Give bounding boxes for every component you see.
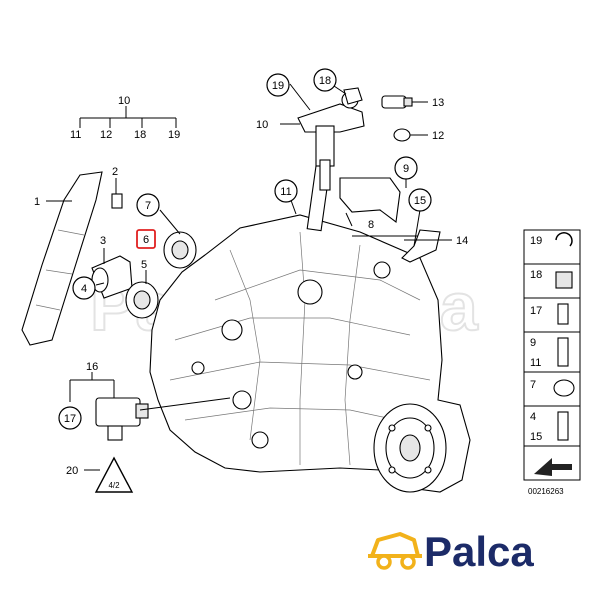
- bolt-icon-2: [557, 411, 569, 441]
- svg-text:4: 4: [81, 283, 87, 295]
- callout-9: 9: [394, 156, 418, 180]
- callout-11-ring: 11: [274, 179, 298, 203]
- grommet-icon: [553, 379, 575, 397]
- svg-text:11: 11: [280, 186, 291, 198]
- svg-text:15: 15: [414, 195, 426, 207]
- callout-16: 16: [86, 361, 98, 373]
- bracket-part: [339, 177, 401, 224]
- legend-label: 17: [530, 305, 542, 317]
- svg-text:19: 19: [272, 80, 284, 92]
- callout-1: 1: [34, 196, 40, 208]
- callout-19-ring: 19: [266, 73, 290, 97]
- drawing-id: 00216263: [528, 487, 564, 496]
- callout-3: 3: [100, 235, 106, 247]
- callout-2: 2: [112, 166, 118, 178]
- legend-label: 19: [530, 235, 542, 247]
- callout-13: 13: [432, 97, 444, 109]
- callout-18-row: 18: [134, 129, 146, 141]
- gearbox-housing: [149, 158, 471, 493]
- callout-10-top: 10: [118, 95, 130, 107]
- circlip-icon: [555, 232, 573, 247]
- clip-part: [401, 229, 441, 263]
- callout-19-row: 19: [168, 129, 180, 141]
- legend-panel: 19 18 17 9 11 7 4 15 00216263: [523, 229, 581, 496]
- callout-18-ring: 18: [313, 68, 337, 92]
- legend-label: 11: [530, 357, 541, 369]
- callout-6-highlight: 6: [136, 229, 156, 249]
- svg-text:6: 6: [143, 234, 149, 246]
- bush-part: [393, 128, 411, 142]
- car-icon: [368, 532, 422, 570]
- callout-12-row: 12: [100, 129, 112, 141]
- svg-text:4/2: 4/2: [108, 481, 120, 490]
- callout-12-right: 12: [432, 130, 444, 142]
- sensor-part: [381, 95, 413, 109]
- svg-text:17: 17: [64, 413, 76, 425]
- callout-17: 17: [58, 406, 82, 430]
- shift-lever-assembly: [297, 87, 365, 191]
- leader-lines: [46, 83, 452, 471]
- callout-14: 14: [456, 235, 468, 247]
- svg-text:9: 9: [403, 163, 409, 175]
- callout-8: 8: [368, 219, 374, 231]
- legend-label: 7: [530, 379, 536, 391]
- brand-name: Palca: [424, 528, 534, 575]
- legend-label: 4: [530, 411, 536, 423]
- arrow-icon: [534, 458, 572, 476]
- screw-icon: [557, 303, 569, 325]
- callout-10-mid: 10: [256, 119, 268, 131]
- svg-text:18: 18: [319, 75, 331, 87]
- warning-triangle-icon: 4/2: [94, 456, 134, 493]
- callout-11-row: 11: [70, 129, 81, 141]
- clip-icon: [555, 271, 573, 289]
- callout-4: 4: [72, 276, 96, 300]
- svg-text:7: 7: [145, 200, 151, 212]
- callout-20: 20: [66, 465, 78, 477]
- release-fork: [21, 171, 103, 346]
- callout-5: 5: [141, 259, 147, 271]
- legend-label: 15: [530, 431, 542, 443]
- actuator-part: [95, 397, 149, 441]
- bolt-icon: [557, 337, 569, 367]
- callout-7: 7: [136, 193, 160, 217]
- svg-text:10: 10: [118, 95, 130, 107]
- brand-logo: Palca: [368, 528, 534, 575]
- callout-15: 15: [408, 188, 432, 212]
- bolt-part: [111, 193, 123, 209]
- legend-label: 9: [530, 337, 536, 349]
- legend-label: 18: [530, 269, 542, 281]
